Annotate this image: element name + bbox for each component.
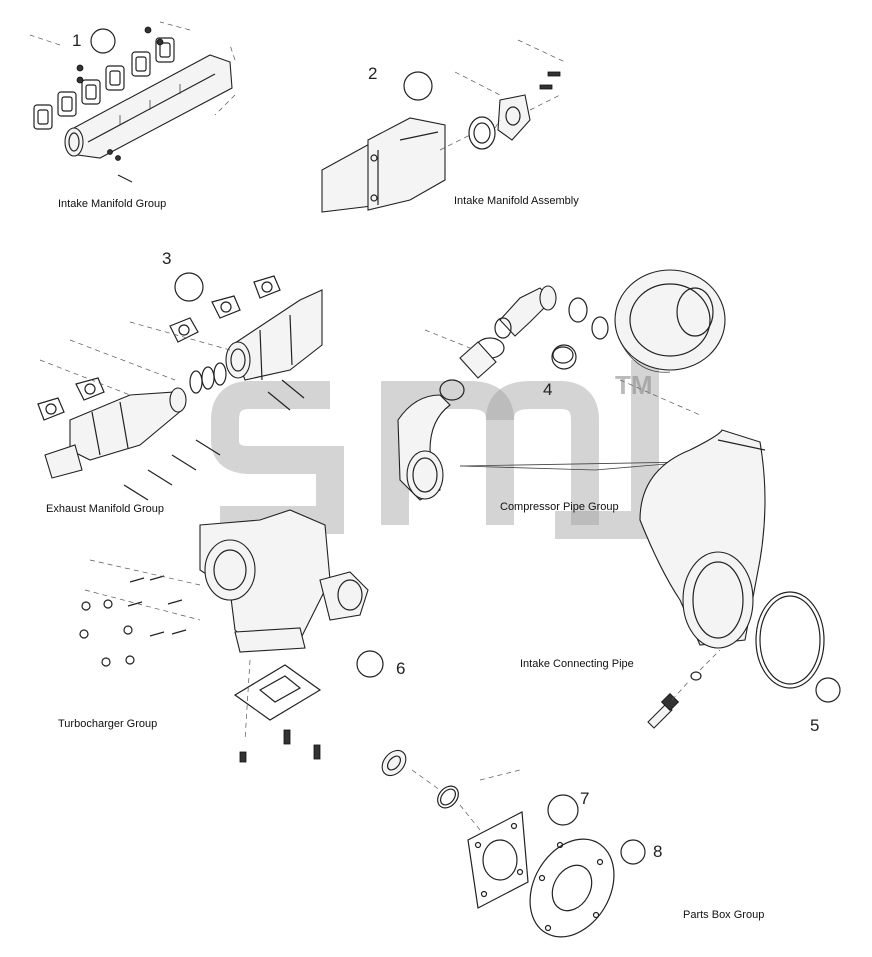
gasket-group-8-drawing (529, 838, 615, 938)
label-turbocharger-group: Turbocharger Group (58, 718, 158, 730)
callout-circle-1 (90, 28, 116, 54)
callout-circle-3 (174, 272, 204, 302)
turbocharger-illustration (614, 269, 726, 373)
label-parts-box-group: Parts Box Group (683, 909, 765, 921)
callout-number-4: 4 (543, 380, 553, 399)
callout-number-7: 7 (580, 789, 590, 808)
compressor-pipe-group-drawing (397, 269, 726, 501)
callout-circle-2 (403, 71, 433, 101)
callout-circle-5 (815, 677, 841, 703)
callout-number-5: 5 (810, 716, 820, 735)
callout-circle-4 (551, 344, 577, 370)
callout-circle-6 (356, 650, 384, 678)
callout-number-8: 8 (653, 842, 663, 861)
callout-circles (90, 28, 841, 865)
label-exhaust-manifold-group: Exhaust Manifold Group (46, 503, 165, 515)
label-intake-manifold-group: Intake Manifold Group (58, 198, 167, 210)
callout-circle-7 (547, 794, 579, 826)
label-intake-connecting-pipe: Intake Connecting Pipe (520, 658, 634, 670)
turbocharger-group-drawing (79, 509, 369, 763)
label-compressor-pipe-group: Compressor Pipe Group (500, 501, 619, 513)
intake-connecting-pipe-drawing (639, 429, 825, 729)
intake-manifold-assembly-drawing (321, 39, 566, 213)
callout-number-1: 1 (72, 31, 82, 50)
callout-number-3: 3 (162, 249, 172, 268)
label-intake-manifold-assembly: Intake Manifold Assembly (454, 195, 579, 207)
callout-number-2: 2 (368, 64, 378, 83)
gaskets-group-7-drawing (381, 749, 529, 909)
intake-manifold-group-drawing (29, 21, 236, 183)
watermark-trademark: TM (615, 370, 653, 400)
callout-number-6: 6 (396, 659, 406, 678)
callout-circle-8 (620, 839, 646, 865)
exhaust-manifold-group-drawing (37, 275, 323, 501)
